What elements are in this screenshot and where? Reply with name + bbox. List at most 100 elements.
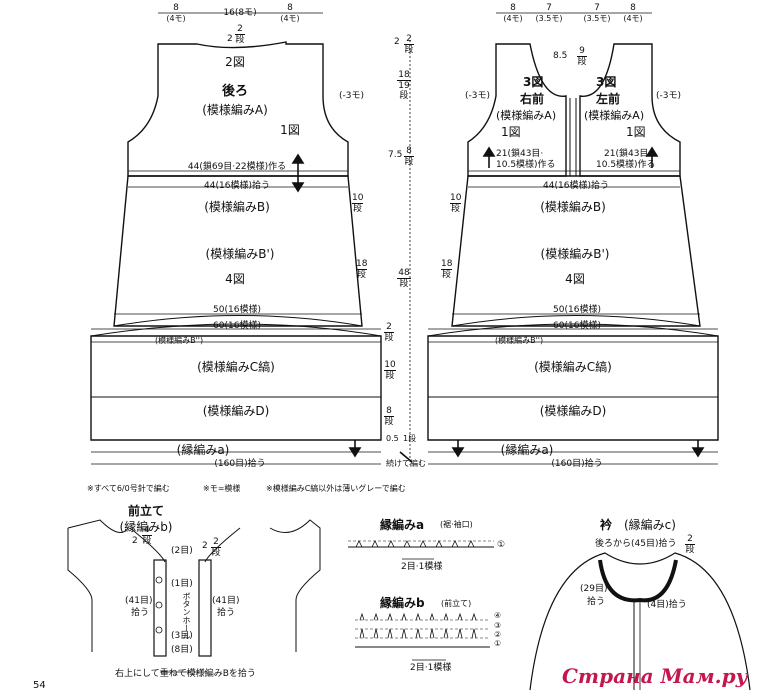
collar-rows-top: 2 bbox=[685, 534, 695, 545]
front-neck-val: 8.5 bbox=[553, 51, 568, 61]
edging-b-row1: ① bbox=[494, 639, 502, 648]
center-r2-top: 18 bbox=[397, 70, 411, 81]
front-pat-b3: (模様編みB'') bbox=[495, 336, 544, 345]
front-width-1: 8 bbox=[510, 3, 516, 13]
back-bodice-outline bbox=[127, 41, 349, 177]
placket-st2: (2目) bbox=[171, 546, 193, 556]
edging-a-repeat: 2目·1模様 bbox=[401, 562, 443, 572]
back-side-rows-1-top: 10 bbox=[352, 193, 364, 204]
front-side-rows-1-top: 10 bbox=[450, 193, 462, 204]
center-v5: 0.5 bbox=[386, 434, 399, 443]
front-start-right: 21(鎖43目· bbox=[604, 149, 652, 159]
placket-title: 前立て bbox=[127, 504, 165, 518]
collar-left-pick: (29目) bbox=[580, 584, 608, 594]
back-width-left: 8 bbox=[173, 4, 179, 13]
placket-pick-left2: 拾う bbox=[131, 608, 150, 618]
collar-rows-bottom: 段 bbox=[685, 545, 695, 555]
front-armhole-right: (-3モ) bbox=[656, 91, 681, 101]
center-r6-top: 10 bbox=[384, 360, 396, 371]
edging-b-row2: ② bbox=[494, 630, 502, 639]
front-width-2: 7 bbox=[546, 3, 552, 13]
front-edging: (縁編みa) bbox=[500, 443, 554, 457]
front-neck-rows-bottom: 段 bbox=[577, 57, 587, 67]
front-pat-d: (模様編みD) bbox=[539, 404, 607, 418]
center-r7-top: 8 bbox=[384, 406, 394, 417]
back-width-left-value: 8 bbox=[173, 3, 179, 13]
collar-subtitle: (縁編みc) bbox=[624, 518, 676, 532]
front-w60: 60(16模様) bbox=[553, 321, 601, 331]
placket-rows-left-top: 4 bbox=[142, 525, 152, 536]
front-band-outline bbox=[427, 335, 719, 441]
back-pat-b3: (模様編みB'') bbox=[155, 336, 204, 345]
collar-title: 衿 bbox=[600, 518, 613, 532]
back-side-rows-2-top: 18 bbox=[356, 259, 368, 270]
front-pat-c: (模様編みC縞) bbox=[534, 360, 612, 374]
edging-a-row1: ① bbox=[497, 540, 506, 550]
placket-subtitle: (縁編みb) bbox=[119, 520, 173, 534]
placket-footer: 右上にして重ねて模様編みBを拾う bbox=[115, 669, 256, 679]
back-pat-d: (模様編みD) bbox=[202, 404, 270, 418]
back-pat-b2: (模様編みB') bbox=[205, 247, 275, 261]
note-gray: ※模様編みC縞以外は薄いグレーで編む bbox=[266, 484, 406, 493]
back-band-outline bbox=[90, 335, 382, 441]
back-fig-side: 1図 bbox=[280, 123, 300, 137]
back-w50: 50(16模様) bbox=[213, 305, 261, 315]
front-title-right: 右前 bbox=[520, 92, 545, 106]
edging-b-note: (前立て) bbox=[441, 599, 472, 608]
front-left-outline bbox=[579, 43, 681, 177]
placket-right-band bbox=[198, 559, 212, 657]
front-fig1-right: 1図 bbox=[626, 125, 646, 139]
placket-st1: (1目) bbox=[171, 579, 193, 589]
collar-back-pick: 後ろから(45目)拾う bbox=[595, 539, 677, 549]
front-width-4-unit: (4モ) bbox=[623, 14, 643, 23]
collar-left-pick2: 拾う bbox=[587, 597, 606, 607]
placket-buttonhole: ボタンホール bbox=[182, 592, 191, 640]
placket-label-2r: 2 bbox=[202, 541, 208, 551]
back-pat-b: (模様編みB) bbox=[204, 200, 270, 214]
center-r3-top: 8 bbox=[404, 146, 414, 157]
back-pattern: (模様編みA) bbox=[202, 103, 268, 117]
front-fig3-left: 3図 bbox=[596, 75, 617, 89]
front-neck-rows-top: 9 bbox=[577, 46, 587, 57]
front-fig3-right: 3図 bbox=[523, 75, 544, 89]
back-width-right-unit: (4モ) bbox=[280, 14, 300, 23]
back-w60: 60(16模様) bbox=[213, 321, 261, 331]
center-r8: 1段 bbox=[403, 434, 417, 443]
center-r3-bottom: 段 bbox=[404, 157, 414, 167]
center-r6-bottom: 段 bbox=[385, 371, 395, 381]
front-width-3: 7 bbox=[594, 3, 600, 13]
center-r4-top: 48 bbox=[397, 268, 411, 279]
collar-body-outline bbox=[529, 552, 751, 691]
back-start-row: 44(鎖69目·22模様)作る bbox=[187, 162, 287, 172]
placket-label-2: 2 bbox=[132, 536, 138, 546]
placket-rows-left2-top: 2 bbox=[211, 537, 221, 548]
front-width-3-unit: (3.5モ) bbox=[583, 14, 611, 23]
collar-right-pick: (4目)拾う bbox=[647, 600, 687, 610]
placket-body-outline bbox=[67, 519, 321, 652]
front-width-2-unit: (3.5モ) bbox=[535, 14, 563, 23]
back-edging: (縁編みa) bbox=[176, 443, 230, 457]
back-fig4: 4図 bbox=[225, 272, 245, 286]
front-fig4: 4図 bbox=[565, 272, 585, 286]
placket-pick-left: (41目) bbox=[125, 596, 153, 606]
placket-left-band bbox=[153, 559, 167, 657]
front-pat-b2: (模様編みB') bbox=[540, 247, 610, 261]
back-width-center: 16(8モ) bbox=[223, 8, 257, 18]
center-v1: 2 bbox=[394, 37, 400, 47]
back-armhole: (-3モ) bbox=[339, 91, 364, 101]
front-side-rows-2-top: 18 bbox=[441, 259, 453, 270]
front-side-rows-1-bottom: 段 bbox=[450, 204, 460, 214]
back-pat-c: (模様編みC縞) bbox=[197, 360, 275, 374]
center-continue: 続けて編む bbox=[386, 459, 426, 468]
